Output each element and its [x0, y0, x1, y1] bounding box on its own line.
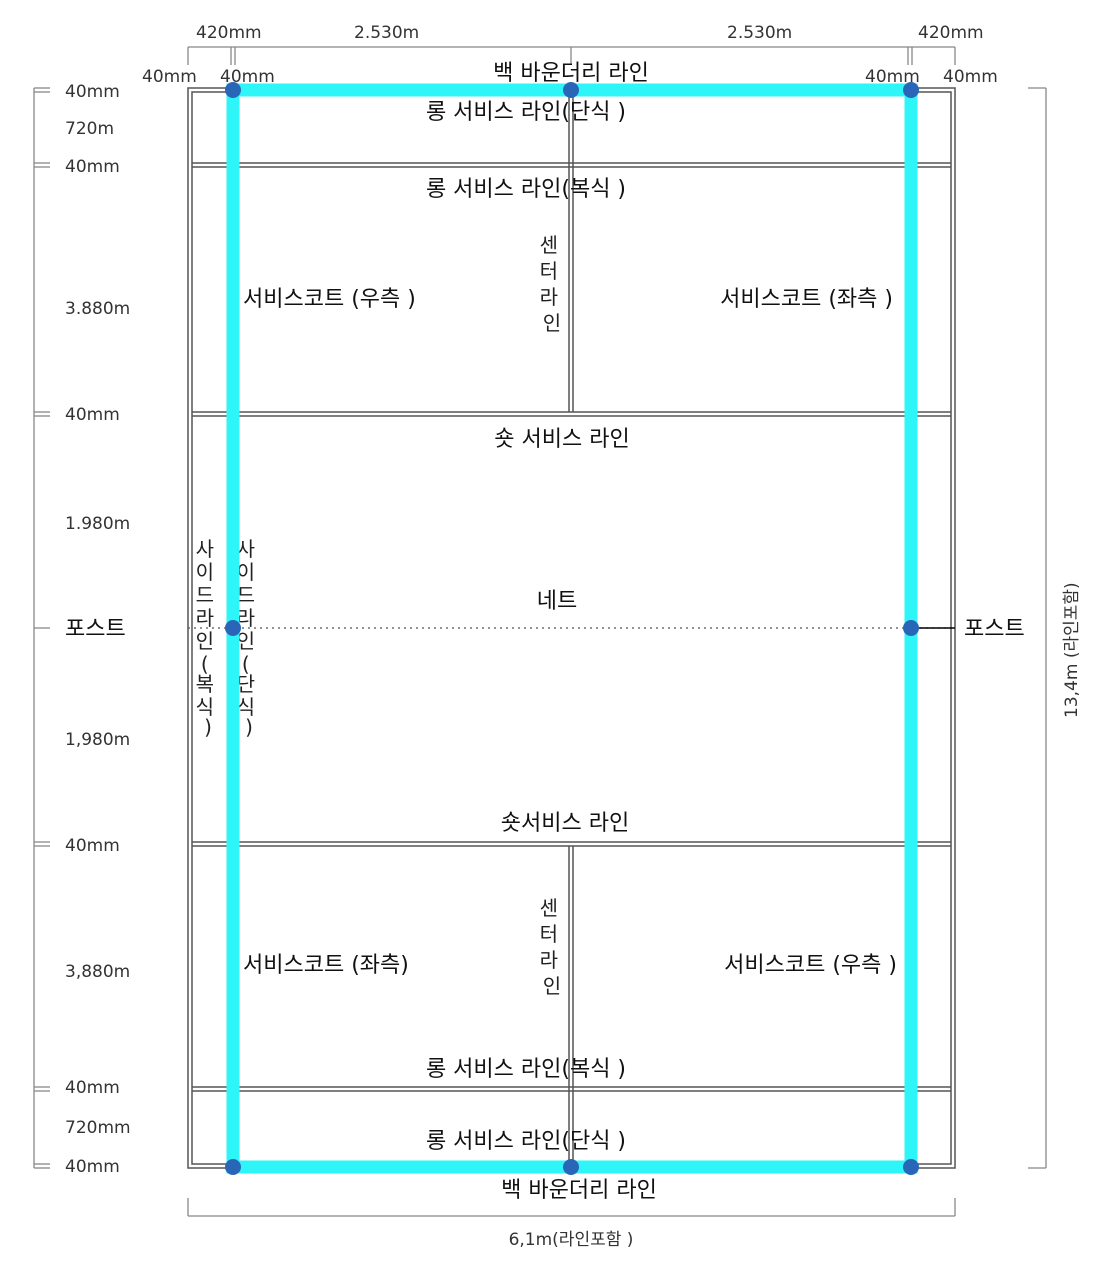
dim-top-inner-left: 2.530m — [354, 23, 419, 43]
long-service-line-doubles-bottom-label: 롱 서비스 라인(복식 ) — [426, 1057, 626, 1082]
post-label-right: 포스트 — [964, 617, 1025, 642]
dim-top-line-right-b: 40mm — [943, 67, 998, 87]
center-line-bottom-label: 센 터 라 인 — [540, 896, 565, 998]
dim-top-inner-right: 2.530m — [727, 23, 792, 43]
dim-left-4: 3.880m — [65, 299, 130, 319]
service-court-left-top-label: 서비스코트 (좌측 ) — [720, 287, 893, 312]
handle-bottom-center[interactable] — [563, 1159, 579, 1175]
handle-middle-right[interactable] — [903, 620, 919, 636]
dim-top-line-left-b: 40mm — [220, 67, 275, 87]
long-service-line-singles-bottom-label: 롱 서비스 라인(단식 ) — [426, 1129, 626, 1154]
long-service-line-singles-top-label: 롱 서비스 라인(단식 ) — [426, 100, 626, 125]
handle-top-left[interactable] — [225, 82, 241, 98]
dim-top-line-left-a: 40mm — [142, 67, 197, 87]
short-service-line-bottom-label: 숏서비스 라인 — [501, 811, 629, 836]
center-line-top-char-2: 터 — [540, 259, 558, 283]
right-dimension-bracket — [1028, 87, 1047, 1169]
dim-top-line-right-a: 40mm — [865, 67, 920, 87]
top-dimension-bracket — [187, 46, 956, 65]
dim-left-9: 3,880m — [65, 962, 130, 982]
net-label: 네트 — [537, 589, 577, 614]
center-line-top-label: 센 터 라 인 — [540, 233, 565, 335]
dim-left-1: 40mm — [65, 82, 120, 102]
side-line-singles-label: 사 이 드 라 인 ( 단 식 ) — [237, 537, 262, 739]
handle-top-center[interactable] — [563, 82, 579, 98]
dim-top-outer-right: 420mm — [918, 23, 984, 43]
dim-left-2: 720m — [65, 119, 114, 139]
handle-top-right[interactable] — [903, 82, 919, 98]
short-service-line-top-label: 숏 서비스 라인 — [494, 427, 629, 452]
left-dimension-bracket — [33, 87, 50, 1169]
selection-handles[interactable] — [225, 82, 919, 1175]
dim-left-8: 40mm — [65, 836, 120, 856]
long-service-line-doubles-top-label: 롱 서비스 라인(복식 ) — [426, 177, 626, 202]
court-lines — [187, 87, 956, 1169]
total-length-label: 13,4m (라인포함) — [1062, 582, 1082, 718]
handle-bottom-right[interactable] — [903, 1159, 919, 1175]
service-court-left-bottom-label: 서비스코트 (좌측) — [243, 953, 409, 978]
center-line-top-char-3: 라 — [540, 285, 558, 309]
back-boundary-line-bottom-label: 백 바운더리 라인 — [501, 1178, 657, 1203]
bottom-dimension-bracket — [187, 1198, 956, 1217]
dim-left-11: 720mm — [65, 1118, 131, 1138]
service-court-right-top-label: 서비스코트 (우측 ) — [243, 287, 416, 312]
center-line-top-char-1: 센 — [540, 233, 558, 257]
dim-left-12: 40mm — [65, 1157, 120, 1177]
handle-bottom-left[interactable] — [225, 1159, 241, 1175]
dim-left-10: 40mm — [65, 1078, 120, 1098]
center-line-top-char-4: 인 — [543, 311, 561, 335]
post-label-left: 포스트 — [65, 617, 126, 642]
side-line-doubles-label: 사 이 드 라 인 ( 복 식 ) — [196, 537, 221, 739]
dim-top-outer-left: 420mm — [196, 23, 262, 43]
dim-left-5: 40mm — [65, 405, 120, 425]
total-width-label: 6,1m(라인포함 ) — [509, 1230, 634, 1250]
dim-left-6: 1.980m — [65, 514, 130, 534]
handle-middle-left[interactable] — [225, 620, 241, 636]
back-boundary-line-top-label: 백 바운더리 라인 — [493, 61, 649, 86]
dim-left-3: 40mm — [65, 157, 120, 177]
service-court-right-bottom-label: 서비스코트 (우측 ) — [724, 953, 897, 978]
dim-left-7: 1,980m — [65, 730, 130, 750]
